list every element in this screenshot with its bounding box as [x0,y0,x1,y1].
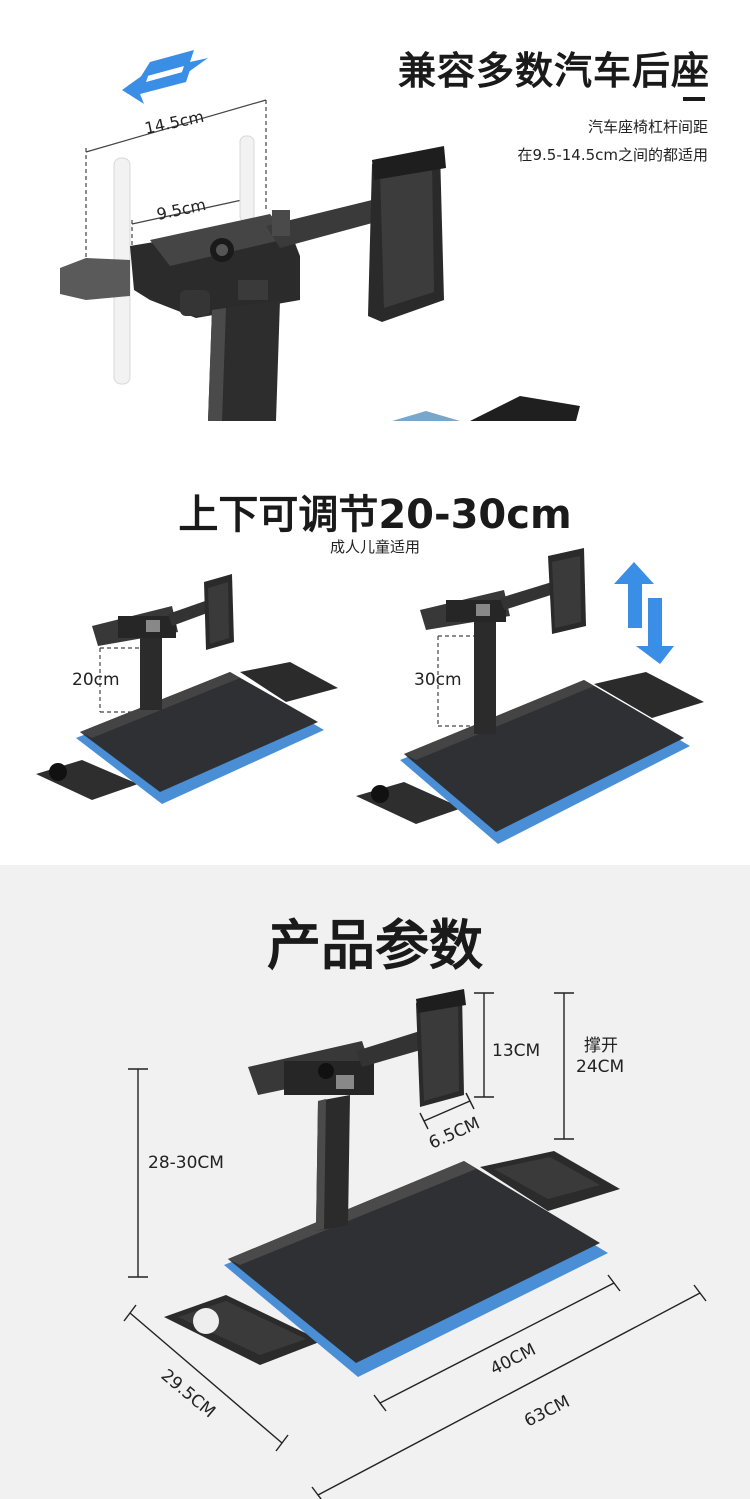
section-title: 产品参数 [267,914,483,977]
dim-inner-label: 9.5cm [155,195,208,224]
height-comparison-illustration [36,548,704,844]
product-low [36,574,338,804]
title-underline [683,97,705,101]
dim-board-label: 40CM [487,1340,539,1380]
section-adjustable-height: 上下可调节20-30cm 成人儿童适用 [0,440,750,865]
section-subtitle: 成人儿童适用 [329,538,420,556]
dim-high-label: 30cm [414,670,462,690]
dim-holder-open-label-1: 撑开 [584,1036,618,1056]
dim-holder-width-label: 6.5CM [426,1114,483,1154]
dim-depth-label: 29.5CM [157,1366,219,1423]
double-horizontal-arrow-icon [122,50,208,104]
subtitle-line2: 在9.5-14.5cm之间的都适用 [517,146,708,164]
double-vertical-arrow-icon [614,562,674,664]
dim-height-label: 28-30CM [148,1153,224,1173]
section-title: 上下可调节20-30cm [178,492,572,538]
dim-holder-height-label: 13CM [492,1041,541,1061]
section-compatibility: 14.5cm 9.5cm 兼容多数汽车后座 汽车座椅杠杆间距 在9.5-14.5… [0,0,750,421]
dimension-lines [123,992,707,1499]
product-high [356,548,704,844]
section-specifications: 产品参数 [0,865,750,1499]
dim-total-label: 63CM [521,1392,573,1432]
section-gap [0,421,750,440]
dim-low-label: 20cm [72,670,120,690]
dim-outer-label: 14.5cm [143,107,206,138]
page-title: 兼容多数汽车后座 [397,49,710,93]
product-dimensions-illustration: 6.5CM 29.5CM 40CM 63CM [123,989,707,1499]
headrest-mount-illustration: 14.5cm 9.5cm [60,50,580,421]
subtitle-line1: 汽车座椅杠杆间距 [587,118,708,136]
dim-holder-open-label-2: 24CM [576,1057,625,1077]
